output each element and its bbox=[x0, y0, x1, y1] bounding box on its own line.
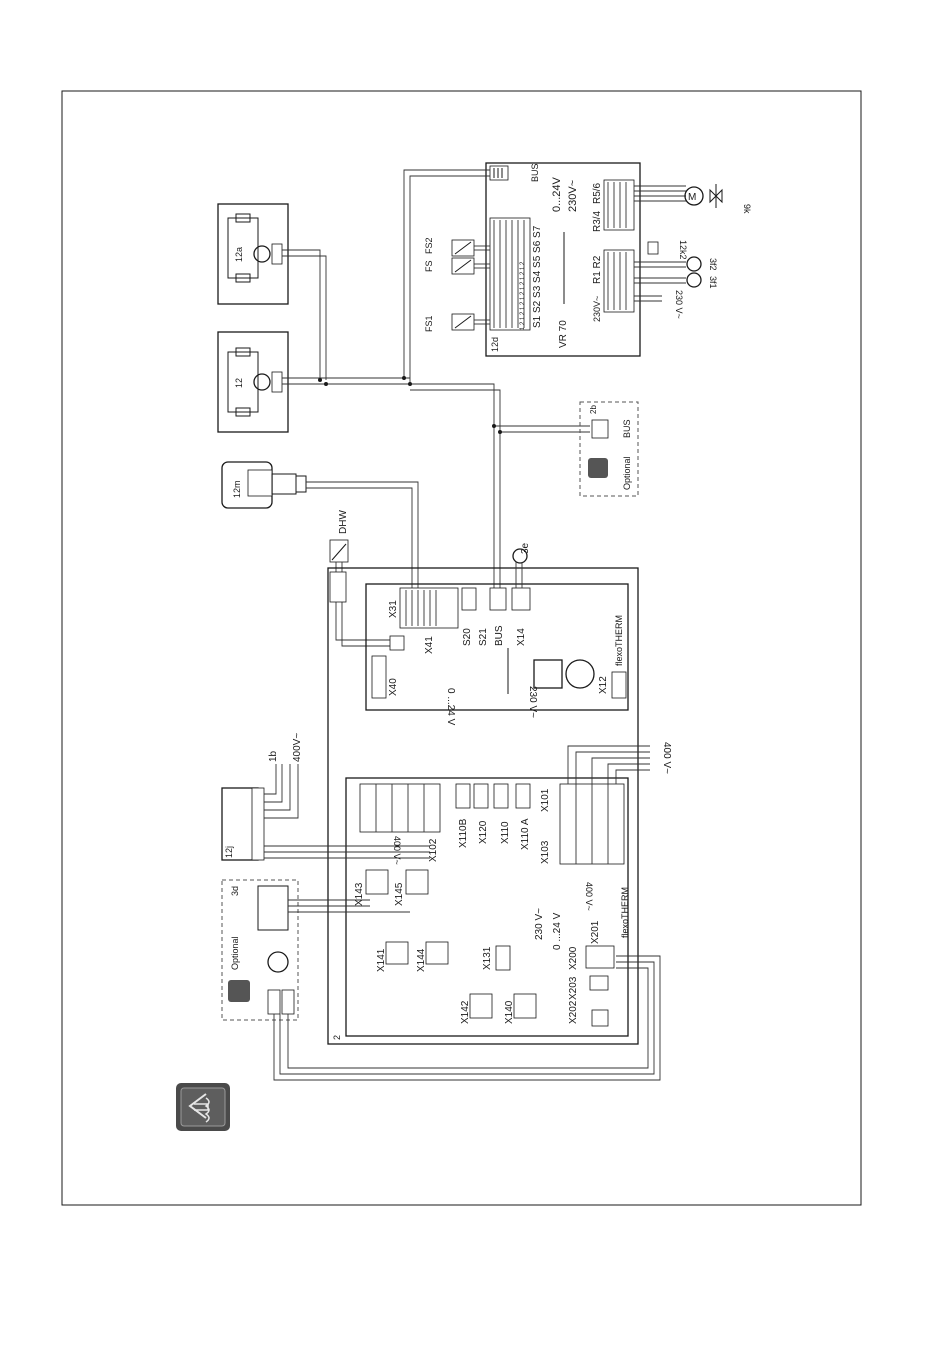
sensor-fs2: FS2 bbox=[424, 237, 490, 257]
controllers-c12-label: 12 bbox=[234, 378, 244, 388]
vr70-outputs: M 9k 3f2 3f1 12k2 230 V~ bbox=[634, 184, 752, 319]
lower-board-x202-label: X202 bbox=[568, 1000, 579, 1024]
sensor-fs: FS bbox=[424, 257, 490, 275]
outdoor-sensor-12m: 12m bbox=[221, 461, 307, 509]
mains-tag12j-label: 12j bbox=[224, 846, 234, 858]
module3d-tag-label: 3d bbox=[230, 886, 240, 896]
outputs-o3f1-label: 3f1 bbox=[708, 276, 718, 289]
lower-board-x110b-label: X110B bbox=[458, 818, 469, 848]
controller-12a: 12a bbox=[217, 203, 289, 305]
page-frame bbox=[61, 90, 862, 1206]
lower-board-x131-label: X131 bbox=[482, 946, 493, 970]
lower-board-x142-label: X142 bbox=[460, 1000, 471, 1024]
upper-board-x12-label: X12 bbox=[598, 676, 609, 694]
lower-board-v400a-label: 400 V~ bbox=[392, 836, 402, 865]
bus-wiring bbox=[282, 169, 590, 588]
vr70-sensor-pins: 1 2 1 2 1 2 1 2 1 2 1 2 1 2 bbox=[520, 261, 526, 330]
outputs-o9k-label: 9k bbox=[742, 204, 752, 214]
controllers-c12a-label: 12a bbox=[234, 247, 244, 262]
vr70-230v: 230V~ bbox=[592, 296, 602, 322]
upper-board-pump-tag-label: 3e bbox=[520, 542, 531, 554]
upper-board-s21-label: S21 bbox=[478, 628, 489, 646]
lower-board-x145-label: X145 bbox=[394, 882, 405, 906]
mains-v400-label: 400V~ bbox=[292, 733, 303, 762]
lower-board-x201-label: X201 bbox=[590, 920, 601, 944]
lower-board: X102 400 V~ X110B X120 X110 X110 A X101 … bbox=[332, 777, 630, 1040]
lower-board-x102-label: X102 bbox=[428, 838, 439, 862]
module2b-bus-label: BUS bbox=[622, 419, 632, 438]
lower-board-x203-label: X203 bbox=[568, 976, 579, 1000]
upper-board-v24-label: 0 ...24 V bbox=[445, 688, 456, 726]
lower-board-x110-label: X110 bbox=[500, 821, 511, 844]
pump-icon-3e bbox=[512, 548, 528, 564]
lower-board-x144-label: X144 bbox=[416, 948, 427, 972]
upper-board-brand-label: flexoTHERM bbox=[614, 615, 624, 666]
lower-board-x200-label: X200 bbox=[568, 946, 579, 970]
motor-icon bbox=[684, 186, 704, 206]
mains-tag1b-label: 1b bbox=[268, 750, 279, 762]
mains-right bbox=[567, 745, 650, 784]
module2b-tag-label: 2b bbox=[589, 405, 598, 414]
pump-icon-3d bbox=[267, 951, 289, 973]
lower-board-x110a-label: X110 A bbox=[520, 818, 531, 850]
sensors-fs-label: FS bbox=[424, 260, 434, 272]
lower-board-v24-label: 0 ...24 V bbox=[552, 912, 563, 950]
lower-board-v230-label: 230 V~ bbox=[534, 908, 545, 940]
upper-board-x31-label: X31 bbox=[388, 600, 399, 618]
vr70-module: 12d 1 2 1 2 1 2 1 2 1 2 1 2 1 2 S1 S2 S3… bbox=[485, 162, 641, 357]
svg-text:M: M bbox=[688, 192, 696, 203]
optional-module-3d: 3d Optional bbox=[221, 879, 661, 1081]
mains-right-label: 400 V~ bbox=[661, 742, 672, 774]
vr70-relay-r1r2: R1 R2 bbox=[592, 255, 603, 284]
vr70-name: VR 70 bbox=[558, 320, 569, 348]
sensors-fs2-label: FS2 bbox=[424, 237, 434, 254]
lower-board-x101-label: X101 bbox=[540, 788, 551, 812]
pump-icon-3f1 bbox=[686, 272, 702, 288]
upper-board-x14-label: X14 bbox=[516, 628, 527, 646]
controllers-c12m-label: 12m bbox=[232, 480, 242, 498]
upper-board-bus-label: BUS bbox=[494, 625, 505, 646]
vr70-24v: 0...24V bbox=[551, 176, 563, 212]
lower-board-x143-label: X143 bbox=[354, 882, 365, 906]
sensors-fs1-label: FS1 bbox=[424, 315, 434, 332]
vr70-tag: 12d bbox=[490, 337, 500, 352]
vr70-bus: BUS bbox=[530, 163, 540, 182]
lower-board-brand-label: flexoTHERM bbox=[620, 887, 630, 938]
lower-board-x140-label: X140 bbox=[504, 1000, 515, 1024]
sensor-fs1: FS1 bbox=[424, 313, 490, 332]
mains-terminal-12j: 12j 1b 400V~ bbox=[221, 733, 430, 861]
upper-board-s20-label: S20 bbox=[462, 628, 473, 646]
vr70-relay-r34: R3/4 bbox=[592, 210, 603, 232]
upper-board-x40-label: X40 bbox=[388, 678, 399, 696]
upper-board: 3e X31 X41 X40 S20 S21 BUS X14 0 ...24 V… bbox=[327, 542, 639, 1045]
pump-icon-3f2 bbox=[686, 256, 702, 272]
module3d-optional-label: Optional bbox=[230, 936, 240, 970]
vr70-relay-r56: R5/6 bbox=[592, 182, 603, 204]
lower-board-x141-label: X141 bbox=[376, 948, 387, 972]
lower-board-v400b-label: 400 V~ bbox=[584, 882, 594, 911]
controller-12: 12 bbox=[217, 331, 289, 433]
outputs-o3f2-label: 3f2 bbox=[708, 258, 718, 271]
outputs-o230-label: 230 V~ bbox=[674, 290, 684, 319]
lower-board-x103-label: X103 bbox=[540, 840, 551, 864]
relay-12k2 bbox=[647, 241, 659, 255]
outputs-o12k2-label: 12k2 bbox=[678, 240, 688, 260]
lower-board-x120-label: X120 bbox=[478, 820, 489, 844]
vr70-230v-top: 230V~ bbox=[567, 180, 579, 212]
upper-board-v230-label: 230 V~ bbox=[527, 686, 538, 718]
upper-board-dhw-label: DHW bbox=[338, 510, 349, 534]
lower-board-tag-label: 2 bbox=[332, 1035, 342, 1040]
upper-board-x41-label: X41 bbox=[424, 636, 435, 654]
vr70-sensor-terminals: S1 S2 S3 S4 S5 S6 S7 bbox=[532, 225, 543, 328]
heat-pump-logo-icon bbox=[176, 1083, 230, 1131]
module2b-optional-label: Optional bbox=[622, 456, 632, 490]
optional-module-2b: 2b BUS Optional bbox=[579, 401, 639, 497]
